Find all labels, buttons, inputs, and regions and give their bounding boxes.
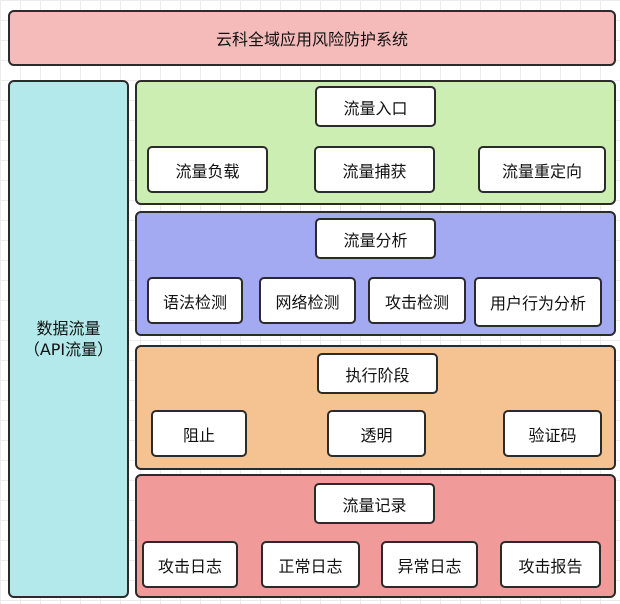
node-anomaly-log: 异常日志 xyxy=(381,541,478,588)
node-transparent: 透明 xyxy=(327,410,426,457)
node-attack-log: 攻击日志 xyxy=(142,541,238,588)
section-title-execution-stage: 执行阶段 xyxy=(317,353,438,394)
side-panel-line2: （API流量） xyxy=(23,340,114,359)
section-title-traffic-entry: 流量入口 xyxy=(315,86,436,127)
node-block: 阻止 xyxy=(151,410,247,457)
node-traffic-load: 流量负载 xyxy=(147,146,268,193)
system-title: 云科全域应用风险防护系统 xyxy=(215,30,408,49)
node-captcha: 验证码 xyxy=(503,410,602,457)
system-title-banner: 云科全域应用风险防护系统 xyxy=(8,10,616,66)
section-title-traffic-record: 流量记录 xyxy=(314,483,435,524)
node-traffic-capture: 流量捕获 xyxy=(314,146,435,193)
node-normal-log: 正常日志 xyxy=(261,541,360,588)
node-user-behavior-analysis: 用户行为分析 xyxy=(474,277,602,327)
node-attack-detection: 攻击检测 xyxy=(368,277,466,324)
data-traffic-panel: 数据流量 （API流量） xyxy=(8,80,129,598)
node-attack-report: 攻击报告 xyxy=(500,541,601,588)
side-panel-line1: 数据流量 xyxy=(36,319,101,338)
node-network-detection: 网络检测 xyxy=(259,277,356,324)
node-syntax-detection: 语法检测 xyxy=(147,277,243,324)
section-title-traffic-analysis: 流量分析 xyxy=(315,218,436,259)
node-traffic-redirect: 流量重定向 xyxy=(478,146,606,193)
